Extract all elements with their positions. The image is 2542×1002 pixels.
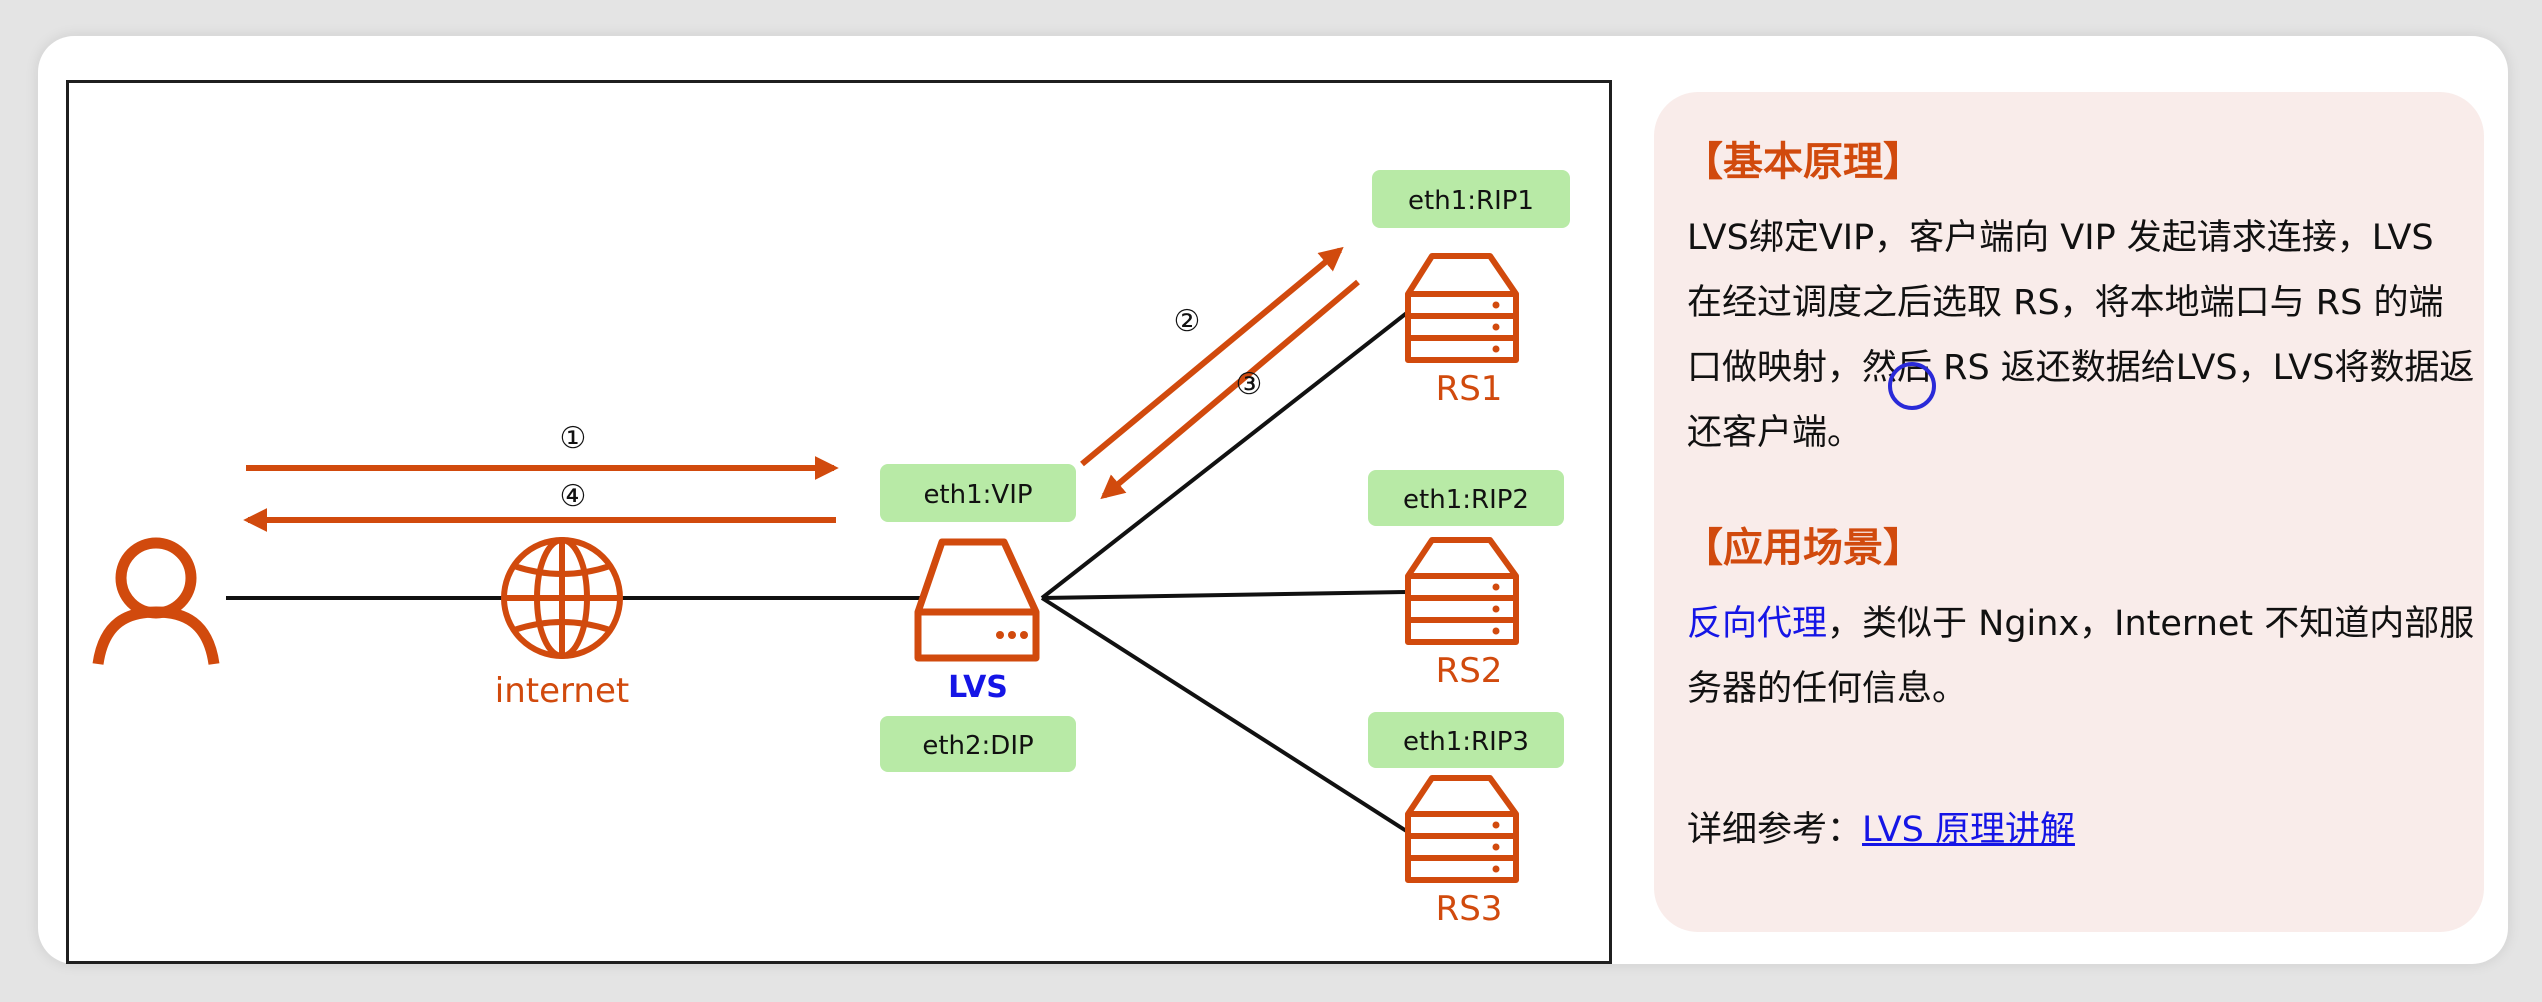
tag-vip: eth1:VIP xyxy=(880,464,1076,522)
tag-dip-text: eth2:DIP xyxy=(922,731,1033,761)
globe-icon xyxy=(501,537,623,659)
principle-title: 【基本原理】 xyxy=(1683,139,1923,185)
scenario-body: 反向代理，类似于 Nginx，Internet 不知道内部服务器的任何信息。 xyxy=(1687,592,2477,722)
scenario-highlight: 反向代理 xyxy=(1687,604,1828,644)
lvs-server-icon xyxy=(914,538,1040,662)
lvs-rs1-line xyxy=(1040,310,1410,600)
rs2-server-icon xyxy=(1405,537,1519,645)
rs1-label: RS1 xyxy=(1436,369,1503,409)
tag-rip3-text: eth1:RIP3 xyxy=(1403,727,1529,757)
lvs-label: LVS xyxy=(948,670,1008,705)
tag-vip-text: eth1:VIP xyxy=(923,480,1032,510)
tag-rip2: eth1:RIP2 xyxy=(1368,470,1564,526)
explanation-panel: 【基本原理】 LVS绑定VIP，客户端向 VIP 发起请求连接，LVS 在经过调… xyxy=(1654,92,2484,932)
cursor-indicator xyxy=(1888,362,1936,410)
reference-label: 详细参考： xyxy=(1687,810,1863,850)
step-1-label: ① xyxy=(560,421,587,456)
tag-rip1-text: eth1:RIP1 xyxy=(1408,186,1534,216)
forward-arrow xyxy=(1080,246,1344,467)
lvs-rs3-line xyxy=(1040,596,1410,834)
reference-line: 详细参考：LVS 原理讲解 xyxy=(1687,798,2477,863)
tag-rip1: eth1:RIP1 xyxy=(1372,170,1570,228)
step-4-label: ④ xyxy=(560,479,587,514)
rs1-server-icon xyxy=(1405,253,1519,363)
flow-arrows xyxy=(243,246,1360,532)
reference-link[interactable]: LVS 原理讲解 xyxy=(1862,810,2075,850)
tag-rip3: eth1:RIP3 xyxy=(1368,712,1564,768)
tag-rip2-text: eth1:RIP2 xyxy=(1403,485,1529,515)
scenario-title: 【应用场景】 xyxy=(1683,525,1923,571)
lvs-rs2-line xyxy=(1041,590,1409,600)
tag-dip: eth2:DIP xyxy=(880,716,1076,772)
step-3-label: ③ xyxy=(1236,367,1263,402)
step-2-label: ② xyxy=(1174,304,1201,339)
rs2-label: RS2 xyxy=(1436,651,1503,691)
return-arrow xyxy=(1100,279,1360,500)
internet-label: internet xyxy=(495,671,629,711)
principle-body: LVS绑定VIP，客户端向 VIP 发起请求连接，LVS 在经过调度之后选取 R… xyxy=(1687,218,2475,453)
rs3-server-icon xyxy=(1405,775,1519,883)
scenario-text: ，类似于 Nginx，Internet 不知道内部服务器的任何信息。 xyxy=(1687,604,2475,709)
user-icon xyxy=(92,537,220,665)
rs3-label: RS3 xyxy=(1436,889,1503,929)
